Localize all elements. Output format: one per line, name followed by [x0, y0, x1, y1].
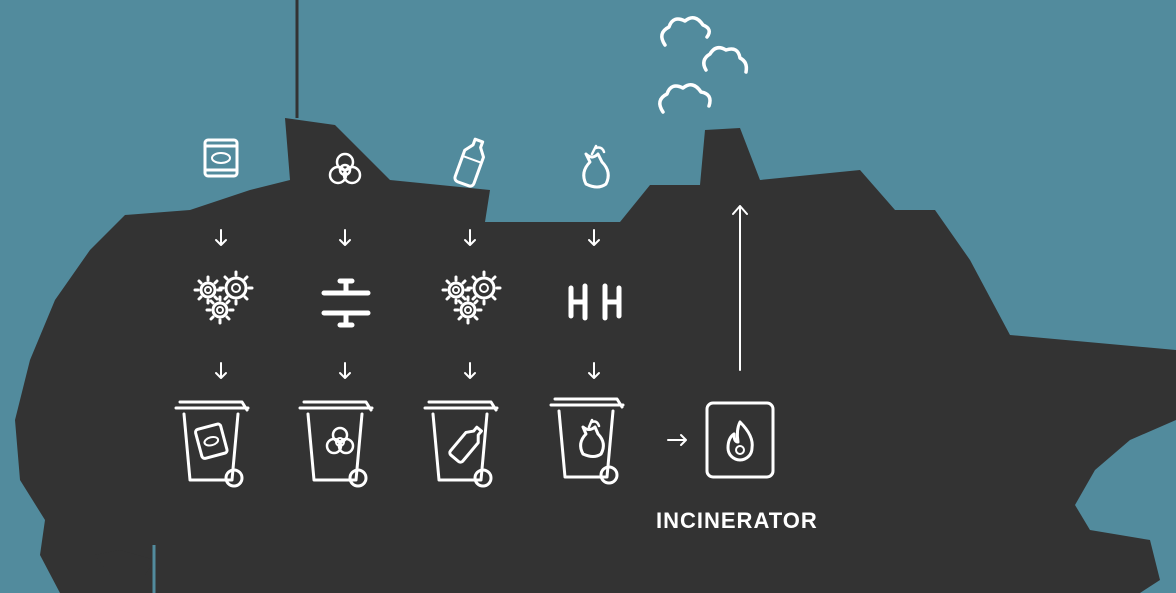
incinerator-label: INCINERATOR: [656, 508, 818, 534]
food-waste-bag-icon: [584, 146, 609, 187]
food-can-icon: [205, 140, 237, 176]
smoke-cloud-icon: [660, 18, 747, 112]
ship-silhouette: [15, 118, 1176, 593]
plastic-bottle-icon: [454, 137, 489, 187]
